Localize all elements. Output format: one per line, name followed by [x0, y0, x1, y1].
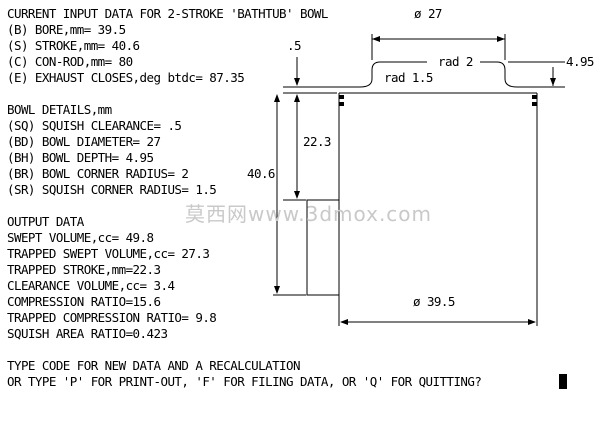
label-trapped-stroke: 22.3 — [303, 134, 331, 149]
ring-mark-right-bottom — [532, 102, 537, 106]
output-swept-volume: SWEPT VOLUME,cc= 49.8 — [7, 230, 154, 245]
label-squish-clearance: .5 — [287, 38, 302, 53]
window-title: CURRENT INPUT DATA FOR 2-STROKE 'BATHTUB… — [7, 6, 328, 21]
output-compression-ratio: COMPRESSION RATIO=15.6 — [7, 294, 161, 309]
ring-mark-left-bottom — [339, 102, 344, 106]
label-bore: ø 39.5 — [413, 294, 455, 309]
bowl-diameter-arrow-right — [497, 36, 505, 42]
squish-arrow — [294, 78, 300, 86]
squish-corner-radius: (SR) SQUISH CORNER RADIUS= 1.5 — [7, 182, 217, 197]
input-conrod: (C) CON-ROD,mm= 80 — [7, 54, 133, 69]
prompt-line-2: OR TYPE 'P' FOR PRINT-OUT, 'F' FOR FILIN… — [7, 374, 482, 389]
output-trapped-stroke: TRAPPED STROKE,mm=22.3 — [7, 262, 161, 277]
bowl-depth-arrow — [550, 78, 556, 86]
trapped-stroke-arrow-bottom — [294, 191, 300, 199]
bore-arrow-left — [340, 319, 348, 325]
output-data-header: OUTPUT DATA — [7, 214, 84, 229]
bowl-diameter-arrow-left — [372, 36, 380, 42]
output-trapped-compression-ratio: TRAPPED COMPRESSION RATIO= 9.8 — [7, 310, 217, 325]
stroke-arrow-top — [274, 94, 280, 102]
input-bore: (B) BORE,mm= 39.5 — [7, 22, 126, 37]
ring-mark-left-top — [339, 95, 344, 99]
bowl-corner-radius: (BR) BOWL CORNER RADIUS= 2 — [7, 166, 189, 181]
bowl-squish-clearance: (SQ) SQUISH CLEARANCE= .5 — [7, 118, 182, 133]
watermark: 莫西网www.3dmox.com — [185, 202, 433, 226]
text-cursor[interactable] — [559, 374, 567, 389]
output-clearance-volume: CLEARANCE VOLUME,cc= 3.4 — [7, 278, 175, 293]
ring-mark-right-top — [532, 95, 537, 99]
bowl-depth: (BH) BOWL DEPTH= 4.95 — [7, 150, 154, 165]
input-stroke: (S) STROKE,mm= 40.6 — [7, 38, 140, 53]
label-bowl-corner-radius: rad 2 — [438, 54, 473, 69]
output-trapped-swept-volume: TRAPPED SWEPT VOLUME,cc= 27.3 — [7, 246, 210, 261]
label-stroke: 40.6 — [247, 166, 275, 181]
head-profile — [334, 61, 565, 88]
label-bowl-diameter: ø 27 — [414, 6, 442, 21]
prompt-line-1: TYPE CODE FOR NEW DATA AND A RECALCULATI… — [7, 358, 301, 373]
output-squish-area-ratio: SQUISH AREA RATIO=0.423 — [7, 326, 168, 341]
label-squish-corner-radius: rad 1.5 — [384, 70, 433, 85]
con-rod-box — [306, 199, 339, 296]
bore-arrow-right — [528, 319, 536, 325]
label-bowl-depth: 4.95 — [566, 54, 594, 69]
stroke-arrow-bottom — [274, 286, 280, 294]
bowl-details-header: BOWL DETAILS,mm — [7, 102, 112, 117]
bowl-diameter: (BD) BOWL DIAMETER= 27 — [7, 134, 161, 149]
trapped-stroke-arrow-top — [294, 94, 300, 102]
input-exhaust-closes: (E) EXHAUST CLOSES,deg btdc= 87.35 — [7, 70, 245, 85]
